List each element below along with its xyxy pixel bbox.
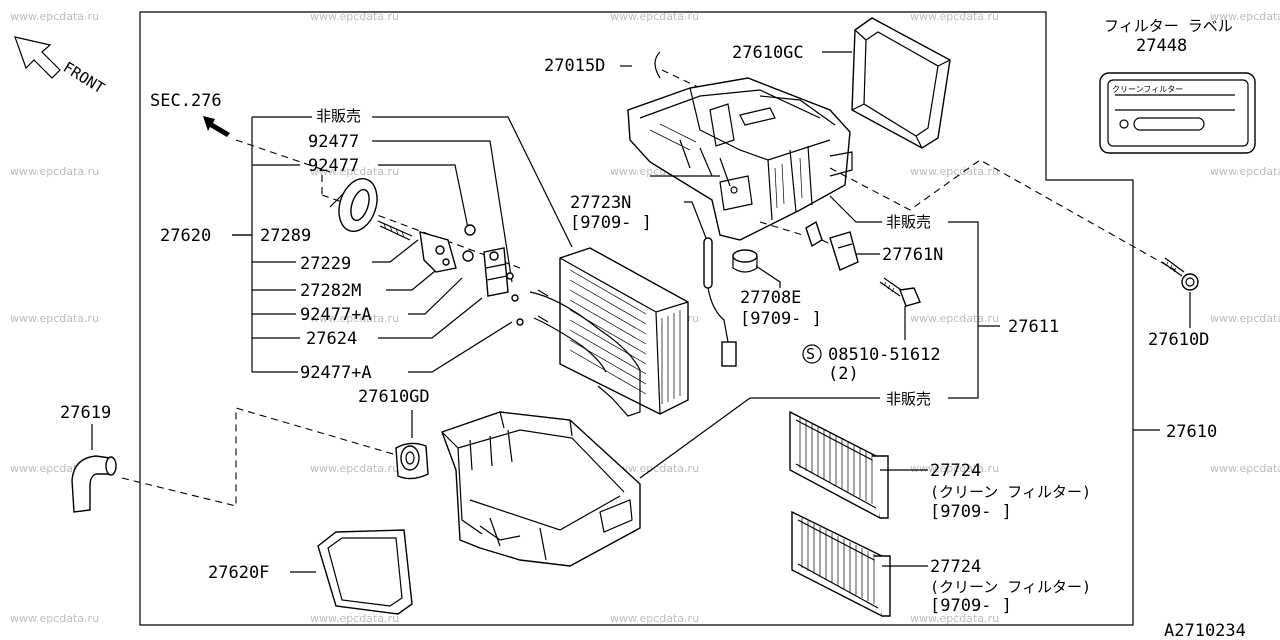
drain-hose-27619: [71, 455, 117, 513]
watermark: www.epcdata.ru: [310, 10, 399, 23]
watermark: www.epcdata.ru: [10, 612, 99, 625]
frame-27620f: [317, 529, 413, 615]
watermark: www.epcdata.ru: [910, 165, 999, 178]
filter-label-title: フィルター ラベル: [1104, 17, 1233, 35]
leader-line: [755, 265, 781, 288]
o-ring-small: [511, 294, 519, 302]
diagram-id: A2710234: [1164, 621, 1246, 640]
part-label[interactable]: 92477: [308, 132, 359, 152]
expansion-valve-27282m: [483, 247, 509, 297]
assembly-guide: [661, 69, 701, 89]
watermark: www.epcdata.ru: [1210, 165, 1280, 178]
filter-label-card-text: クリーンフィルター: [1112, 85, 1183, 94]
watermark: www.epcdata.ru: [610, 10, 699, 23]
bolt-part: [377, 220, 413, 241]
watermark: www.epcdata.ru: [910, 10, 999, 23]
leader-lines-left: [329, 116, 573, 373]
part-label[interactable]: 92477+A: [300, 363, 372, 383]
part-label[interactable]: 27448: [1136, 36, 1187, 56]
part-label[interactable]: 27611: [1008, 317, 1059, 337]
clean-filter-lower: [791, 510, 891, 618]
part-label[interactable]: 27610GD: [358, 387, 430, 407]
assembly-guide: [235, 139, 521, 269]
screw-part: [879, 277, 921, 307]
part-date: [9709- ]: [740, 309, 822, 329]
watermark: www.epcdata.ru: [910, 462, 999, 475]
not-sold-label: 非販売: [886, 390, 931, 408]
watermark: www.epcdata.ru: [310, 312, 399, 325]
part-label[interactable]: 27724: [930, 461, 981, 481]
o-ring-small: [516, 318, 524, 326]
part-label[interactable]: 27289: [260, 226, 311, 246]
part-label[interactable]: 27624: [306, 329, 357, 349]
sensor-27723n: [703, 237, 737, 367]
not-sold-label: 非販売: [316, 107, 361, 125]
seal-27015d: [654, 51, 661, 79]
part-date: [9709- ]: [570, 213, 652, 233]
part-label[interactable]: 27708E: [740, 288, 801, 308]
filter-frame-27610gc: [851, 17, 951, 149]
clean-filter-upper: [789, 410, 889, 520]
part-label[interactable]: 27229: [300, 254, 351, 274]
watermark: www.epcdata.ru: [910, 312, 999, 325]
part-label[interactable]: 27619: [60, 403, 111, 423]
clip-27708e: [732, 249, 758, 273]
lower-case: [441, 411, 641, 567]
leader-line: [684, 201, 707, 239]
part-label[interactable]: 27620F: [208, 563, 269, 583]
left-bracket-lines: [232, 116, 312, 373]
screw-symbol-icon: [802, 344, 822, 364]
part-label[interactable]: 27620: [160, 226, 211, 246]
part-label[interactable]: 08510-51612: [828, 345, 941, 365]
o-ring-small: [506, 272, 514, 280]
part-label[interactable]: 27610GC: [732, 43, 804, 63]
resistor-27761n: [805, 220, 859, 271]
watermark: www.epcdata.ru: [610, 462, 699, 475]
hvac-unit-case: [627, 77, 853, 241]
evaporator-core: [529, 247, 689, 417]
part-label[interactable]: 27724: [930, 557, 981, 577]
watermark: www.epcdata.ru: [1210, 10, 1280, 23]
section-ref: SEC.276: [150, 91, 222, 111]
part-label[interactable]: 27015D: [544, 56, 605, 76]
screw-27610d: [1161, 257, 1199, 291]
watermark: www.epcdata.ru: [310, 462, 399, 475]
assembly-guide: [121, 407, 401, 507]
part-label[interactable]: 92477+A: [300, 305, 372, 325]
grommet-27610gd: [395, 442, 429, 480]
o-ring-27289: [338, 178, 378, 232]
watermark: www.epcdata.ru: [910, 612, 999, 625]
watermark: www.epcdata.ru: [1210, 312, 1280, 325]
part-qty: (2): [828, 364, 859, 384]
part-label[interactable]: 92477: [308, 156, 359, 176]
watermark: www.epcdata.ru: [1210, 462, 1280, 475]
watermark: www.epcdata.ru: [610, 612, 699, 625]
part-label[interactable]: 27610D: [1148, 330, 1209, 350]
watermark: www.epcdata.ru: [10, 312, 99, 325]
front-label: FRONT: [60, 58, 108, 97]
valve-27229: [419, 224, 476, 273]
front-arrow-icon: [14, 36, 61, 79]
part-label[interactable]: 27723N: [570, 193, 631, 213]
part-label[interactable]: 27282M: [300, 281, 361, 301]
filter-label-card: クリーンフィルター: [1099, 72, 1256, 154]
part-date: [9709- ]: [930, 596, 1012, 616]
assembly-guide: [759, 221, 831, 245]
watermark: www.epcdata.ru: [310, 612, 399, 625]
watermark: www.epcdata.ru: [10, 10, 99, 23]
assembly-guide: [829, 159, 1176, 271]
part-name: (クリーン フィルター): [930, 483, 1091, 501]
bracket-27611: 非販売: [639, 195, 1000, 479]
watermark: www.epcdata.ru: [10, 165, 99, 178]
section-arrow-icon: [203, 116, 230, 137]
part-label[interactable]: 27610: [1166, 422, 1217, 442]
part-date: [9709- ]: [930, 502, 1012, 522]
screw-symbol-glyph: S: [806, 345, 815, 363]
not-sold-label: 非販売: [886, 213, 931, 231]
watermark: www.epcdata.ru: [310, 165, 399, 178]
part-label[interactable]: 27761N: [882, 245, 943, 265]
assembly-frame: [139, 11, 1134, 626]
part-name: (クリーン フィルター): [930, 578, 1091, 596]
